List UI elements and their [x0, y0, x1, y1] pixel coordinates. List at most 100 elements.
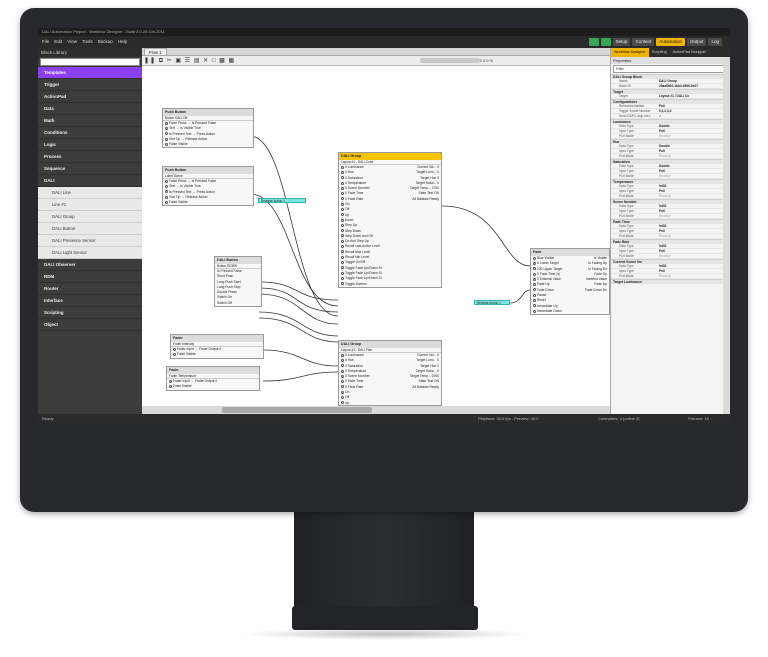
properties-filter-input[interactable]: Filter — [613, 65, 728, 73]
property-value[interactable]: 0,1,2,3,4 — [659, 109, 672, 113]
sidebar-item-templates[interactable]: Templates — [38, 67, 142, 79]
property-value[interactable]: Int32 — [659, 184, 667, 188]
run-icon[interactable] — [600, 38, 611, 46]
port-icon[interactable] — [341, 186, 344, 190]
property-value[interactable]: Poll — [659, 209, 665, 213]
port-icon[interactable] — [341, 208, 344, 211]
sidebar-subitem[interactable]: DALI Presence Sensor — [38, 235, 142, 247]
sidebar-item-math[interactable]: Math — [38, 115, 142, 127]
port-icon[interactable] — [165, 195, 168, 199]
port-icon[interactable] — [169, 384, 172, 388]
port-icon[interactable] — [165, 121, 168, 125]
properties-scrollbar[interactable] — [723, 57, 730, 414]
property-value[interactable]: Int32 — [659, 244, 667, 248]
port-icon[interactable] — [165, 137, 168, 141]
port-icon[interactable] — [533, 293, 536, 297]
tab-workflow-designer[interactable]: Workflow Designer — [611, 48, 649, 57]
port-icon[interactable] — [165, 190, 168, 194]
port-icon[interactable] — [341, 271, 344, 275]
port-icon[interactable] — [341, 369, 344, 373]
port-icon[interactable] — [533, 272, 536, 276]
menu-edit[interactable]: Edit — [54, 39, 63, 44]
port-icon[interactable] — [341, 353, 344, 357]
sidebar-item-interface[interactable]: Interface — [38, 295, 142, 307]
menu-view[interactable]: View — [67, 39, 77, 44]
port-icon[interactable] — [341, 380, 344, 384]
release-action-chip[interactable]: Release Action 1 — [474, 300, 510, 305]
property-section-header[interactable]: Hue — [611, 139, 730, 144]
port-icon[interactable] — [341, 245, 344, 249]
distribute-icon[interactable]: ▤ — [193, 58, 201, 64]
property-section-header[interactable]: Fade Rate — [611, 239, 730, 244]
property-value[interactable]: Poll — [659, 229, 665, 233]
port-icon[interactable] — [533, 304, 536, 308]
port-icon[interactable] — [341, 358, 344, 362]
property-value[interactable]: Double — [659, 164, 670, 168]
port-icon[interactable] — [533, 309, 536, 313]
property-value[interactable]: Poll — [659, 249, 665, 253]
dali-group-node-1[interactable]: DALI Group Layout #1 - DALI Color 0 Lumi… — [338, 152, 442, 288]
port-icon[interactable] — [341, 223, 344, 227]
sidebar-item-conditions[interactable]: Conditions — [38, 127, 142, 139]
port-icon[interactable] — [341, 170, 344, 174]
sidebar-subitem[interactable]: DALI Line — [38, 187, 142, 199]
property-value[interactable]: Receive — [659, 194, 671, 198]
horizontal-scrollbar[interactable] — [142, 406, 610, 414]
port-icon[interactable] — [533, 283, 536, 287]
port-icon[interactable] — [341, 176, 344, 180]
port-icon[interactable] — [341, 364, 344, 368]
property-section-header[interactable]: Current Scene No — [611, 259, 730, 264]
port-icon[interactable] — [341, 266, 344, 270]
port-icon[interactable] — [341, 276, 344, 280]
sidebar-item-actionpad[interactable]: ActionPad — [38, 91, 142, 103]
property-value[interactable]: Receive — [659, 274, 671, 278]
port-icon[interactable] — [341, 239, 344, 243]
port-icon[interactable] — [169, 379, 172, 383]
copy-icon[interactable]: ⧉ — [158, 58, 165, 64]
menu-backup[interactable]: Backup — [97, 39, 113, 44]
push-button-node-2[interactable]: Push Button Label Scene False Press → Is… — [162, 166, 254, 207]
port-icon[interactable] — [341, 401, 344, 405]
sidebar-item-sequence[interactable]: Sequence — [38, 163, 142, 175]
scrollbar-thumb[interactable] — [222, 407, 372, 413]
port-icon[interactable] — [341, 396, 344, 399]
property-value[interactable]: Poll — [659, 269, 665, 273]
property-section-header[interactable]: Temperature — [611, 179, 730, 184]
eye-icon[interactable] — [588, 38, 599, 46]
port-icon[interactable] — [533, 277, 536, 281]
sidebar-item-data[interactable]: Data — [38, 103, 142, 115]
port-icon[interactable] — [341, 218, 344, 222]
save-icon[interactable]: ▩ — [219, 58, 226, 64]
property-section-header[interactable]: Scene Number — [611, 199, 730, 204]
property-value[interactable]: Double — [659, 144, 670, 148]
property-value[interactable]: Poll — [659, 169, 665, 173]
property-value[interactable]: Poll — [659, 189, 665, 193]
sidebar-item-scripting[interactable]: Scripting — [38, 307, 142, 319]
port-icon[interactable] — [341, 202, 344, 206]
menu-tools[interactable]: Tools — [82, 39, 93, 44]
property-section-header[interactable]: Target — [611, 89, 730, 94]
sidebar-item-process[interactable]: Process — [38, 151, 142, 163]
port-icon[interactable] — [173, 347, 176, 351]
port-icon[interactable] — [341, 192, 344, 196]
property-section-header[interactable]: Configurations — [611, 99, 730, 104]
port-icon[interactable] — [165, 184, 168, 188]
dali-group-node-2[interactable]: DALI Group Layout #1 - DALI Plan 0 Lumin… — [338, 340, 442, 406]
port-icon[interactable] — [341, 197, 344, 201]
node-graph[interactable]: Push Button Button DALI Off False Press … — [142, 66, 610, 406]
sidebar-item-object[interactable]: Object — [38, 319, 142, 331]
port-icon[interactable] — [341, 229, 344, 233]
mode-log[interactable]: Log — [708, 38, 722, 46]
port-icon[interactable] — [341, 181, 344, 185]
library-search-input[interactable] — [40, 58, 140, 66]
mode-output[interactable]: Output — [686, 38, 707, 46]
property-section-header[interactable]: DALI Group Block — [611, 74, 730, 79]
property-value[interactable]: Receive — [659, 134, 671, 138]
property-section-header[interactable]: Saturation — [611, 159, 730, 164]
sidebar-subitem[interactable]: DALI Light Sensor — [38, 247, 142, 259]
port-icon[interactable] — [341, 234, 344, 238]
mode-automation[interactable]: Automation — [656, 38, 685, 46]
sidebar-subitem[interactable]: DALI Group — [38, 211, 142, 223]
menu-help[interactable]: Help — [117, 39, 128, 44]
align-icon[interactable]: ☰ — [184, 58, 192, 64]
